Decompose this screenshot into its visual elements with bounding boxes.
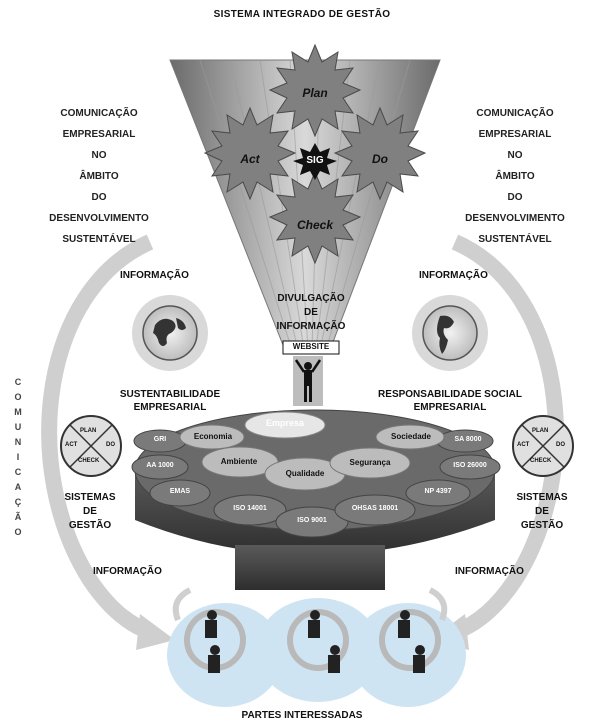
- responsabilidade-line-1: RESPONSABILIDADE SOCIAL: [378, 389, 522, 400]
- right-sistemas-gestao: SISTEMAS DE GESTÃO: [497, 491, 587, 533]
- person-figure: [294, 359, 322, 402]
- gear-economia: Economia: [193, 432, 233, 441]
- left-sistemas-gestao: SISTEMAS DE GESTÃO: [45, 491, 135, 533]
- gear-iso14001: ISO 14001: [233, 505, 267, 512]
- gear-iso26000: ISO 26000: [453, 462, 487, 469]
- left-line-4: ÂMBITO: [79, 171, 119, 182]
- gear-sa8000: SA 8000: [454, 436, 482, 443]
- vertical-comunicacao: C O M U N I C A Ç Ã O: [11, 375, 25, 540]
- left-line-1: COMUNICAÇÃO: [60, 108, 138, 119]
- vert-letter: N: [14, 437, 22, 447]
- divulgacao-line-1: DIVULGAÇÃO: [277, 293, 345, 304]
- gear-emas: EMAS: [169, 488, 191, 495]
- vert-letter: O: [14, 392, 22, 402]
- check-star: [268, 170, 362, 265]
- gear-qualidade: Qualidade: [285, 469, 325, 478]
- gear-iso9001: ISO 9001: [297, 517, 327, 524]
- gear-empresa: Empresa: [265, 418, 305, 428]
- right-pdca-plan: PLAN: [532, 428, 549, 434]
- vert-letter: C: [14, 377, 22, 387]
- sig-star: [293, 143, 337, 180]
- info-label-top-left: INFORMAÇÃO: [120, 270, 189, 281]
- left-curved-arrow: [41, 234, 154, 640]
- vert-letter: U: [14, 422, 22, 432]
- left-line-6: DESENVOLVIMENTO: [49, 213, 149, 224]
- right-small-pdca: [512, 415, 574, 477]
- right-globe: [422, 305, 478, 361]
- vert-letter: Ç: [14, 497, 22, 507]
- info-label-bottom-left: INFORMAÇÃO: [93, 566, 162, 577]
- act-star: [203, 106, 297, 201]
- pdca-check-label: Check: [296, 218, 334, 232]
- plan-star: [268, 43, 362, 138]
- vert-letter: O: [14, 527, 22, 537]
- right-sg-line-1: SISTEMAS: [516, 492, 568, 503]
- left-sg-line-3: GESTÃO: [68, 520, 112, 531]
- website-sign: [282, 340, 340, 355]
- right-pdca-do: DO: [556, 442, 565, 448]
- partes-interessadas-label: PARTES INTERESSADAS: [241, 710, 363, 721]
- sustentabilidade-line-1: SUSTENTABILIDADE: [119, 389, 221, 400]
- right-line-3: NO: [507, 150, 523, 161]
- pdca-act-label: Act: [240, 152, 260, 166]
- right-pdca-check: CHECK: [530, 458, 552, 464]
- responsabilidade-line-2: EMPRESARIAL: [413, 402, 487, 413]
- right-line-5: DO: [507, 192, 523, 203]
- right-line-1: COMUNICAÇÃO: [476, 108, 554, 119]
- pdca-do-label: Do: [372, 152, 388, 166]
- right-communication-block: COMUNICAÇÃO EMPRESARIAL NO ÂMBITO DO DES…: [430, 103, 600, 250]
- right-line-2: EMPRESARIAL: [478, 129, 552, 140]
- right-line-7: SUSTENTÁVEL: [478, 234, 552, 245]
- responsabilidade-block: RESPONSABILIDADE SOCIAL EMPRESARIAL: [370, 388, 530, 414]
- gear-ambiente: Ambiente: [220, 457, 258, 466]
- left-pdca-check: CHECK: [78, 458, 100, 464]
- sustentabilidade-line-2: EMPRESARIAL: [133, 402, 207, 413]
- page-title: SISTEMA INTEGRADO DE GESTÃO: [213, 9, 391, 20]
- right-sg-line-2: DE: [535, 506, 549, 517]
- gear-platform: [131, 409, 501, 590]
- left-small-pdca: [60, 415, 122, 477]
- vert-letter: M: [14, 407, 22, 417]
- left-arrow-head: [136, 614, 175, 650]
- sustentabilidade-block: SUSTENTABILIDADE EMPRESARIAL: [100, 388, 240, 414]
- left-line-7: SUSTENTÁVEL: [62, 234, 136, 245]
- divulgacao-block: DIVULGAÇÃO DE INFORMAÇÃO: [258, 292, 364, 334]
- left-pdca-plan: PLAN: [80, 428, 97, 434]
- vert-letter: I: [16, 452, 20, 462]
- gear-np4397: NP 4397: [424, 488, 452, 495]
- info-label-bottom-right: INFORMAÇÃO: [455, 566, 524, 577]
- left-pdca-do: DO: [106, 442, 115, 448]
- divulgacao-line-3: INFORMAÇÃO: [276, 321, 346, 332]
- right-line-6: DESENVOLVIMENTO: [465, 213, 565, 224]
- right-line-4: ÂMBITO: [495, 171, 535, 182]
- right-pdca-act: ACT: [517, 442, 530, 448]
- right-curved-arrow: [451, 234, 564, 640]
- left-communication-block: COMUNICAÇÃO EMPRESARIAL NO ÂMBITO DO DES…: [14, 103, 184, 250]
- gear-ohsas: OHSAS 18001: [351, 505, 399, 512]
- do-star: [333, 106, 427, 201]
- gear-aa1000: AA 1000: [146, 462, 174, 469]
- vert-letter: A: [14, 482, 22, 492]
- left-line-2: EMPRESARIAL: [62, 129, 136, 140]
- left-sg-line-1: SISTEMAS: [64, 492, 116, 503]
- left-pdca-act: ACT: [65, 442, 78, 448]
- left-sg-line-2: DE: [83, 506, 97, 517]
- right-sg-line-3: GESTÃO: [520, 520, 564, 531]
- left-line-3: NO: [91, 150, 107, 161]
- info-label-top-right: INFORMAÇÃO: [419, 270, 488, 281]
- divulgacao-line-2: DE: [304, 307, 318, 318]
- gear-sociedade: Sociedade: [390, 432, 431, 441]
- left-line-5: DO: [91, 192, 107, 203]
- website-label: WEBSITE: [292, 342, 330, 351]
- gear-gri: GRI: [153, 436, 167, 443]
- vert-letter: Ã: [14, 512, 22, 522]
- stakeholders-scene: [167, 598, 466, 707]
- pdca-sig-label: SIG: [306, 155, 324, 166]
- pdca-plan-label: Plan: [302, 86, 328, 100]
- vert-letter: C: [14, 467, 22, 477]
- gear-seguranca: Segurança: [349, 458, 391, 467]
